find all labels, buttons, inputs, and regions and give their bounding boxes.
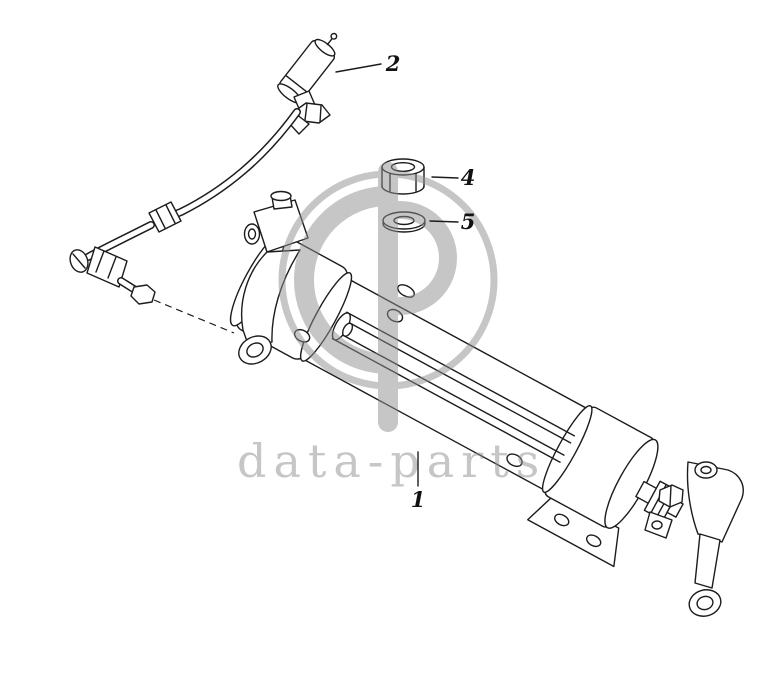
ear-bolt-hole bbox=[585, 534, 602, 548]
pressure-line-assembly bbox=[69, 32, 338, 334]
callouts: 2 4 5 1 bbox=[335, 51, 476, 512]
callout-5-label: 5 bbox=[461, 209, 476, 234]
logo-left-bowl bbox=[294, 186, 398, 374]
hex-facet-line bbox=[304, 103, 308, 121]
callout-2-leader bbox=[335, 63, 382, 73]
callout-4-label: 4 bbox=[461, 165, 476, 190]
callout-4-leader bbox=[431, 176, 459, 179]
end-cap-slot bbox=[72, 253, 86, 269]
logo-right-bowl bbox=[391, 201, 457, 315]
right-bracket-hole bbox=[700, 465, 712, 475]
watermark-logo bbox=[278, 162, 498, 432]
union-facet-line bbox=[165, 204, 176, 224]
pipe-lower-run-inner bbox=[85, 222, 154, 260]
bolt-facet-line bbox=[669, 485, 672, 507]
watermark-text: data-parts bbox=[237, 434, 546, 488]
left-ring-hole bbox=[246, 342, 264, 358]
right-lever-arm bbox=[644, 461, 744, 617]
end-fitting-body bbox=[86, 246, 128, 288]
callout-5-leader bbox=[429, 220, 459, 223]
right-bracket bbox=[686, 461, 744, 543]
elbow-fitting bbox=[287, 90, 331, 135]
body-hole bbox=[506, 453, 523, 468]
rear-collar bbox=[541, 405, 593, 493]
stud-hex-head bbox=[130, 284, 156, 305]
callout-1-label: 1 bbox=[411, 487, 426, 512]
union-fitting bbox=[148, 201, 182, 233]
left-clevis-hole bbox=[247, 228, 257, 240]
callout-2-label: 2 bbox=[385, 51, 401, 76]
nipple-stem bbox=[326, 37, 334, 46]
watermark: data-parts bbox=[237, 162, 546, 488]
pipe bbox=[84, 108, 301, 261]
end-fitting bbox=[69, 246, 156, 305]
ear-bolt-hole bbox=[554, 513, 570, 527]
right-ear-hole bbox=[651, 520, 663, 530]
right-ring-hole bbox=[696, 595, 714, 611]
end-fitting-facet bbox=[107, 256, 117, 279]
union-body bbox=[148, 201, 182, 233]
right-arm bbox=[694, 533, 721, 589]
assembly-dashed-leader bbox=[153, 299, 235, 334]
end-fitting-facet bbox=[95, 250, 105, 273]
union-facet-line bbox=[155, 209, 166, 229]
left-pin-cap bbox=[270, 190, 292, 202]
nipple-tip bbox=[330, 32, 338, 40]
sensor-collar-line bbox=[285, 75, 308, 93]
pipe-upper-run-inner bbox=[168, 109, 300, 219]
hex-facet-line bbox=[319, 105, 322, 123]
